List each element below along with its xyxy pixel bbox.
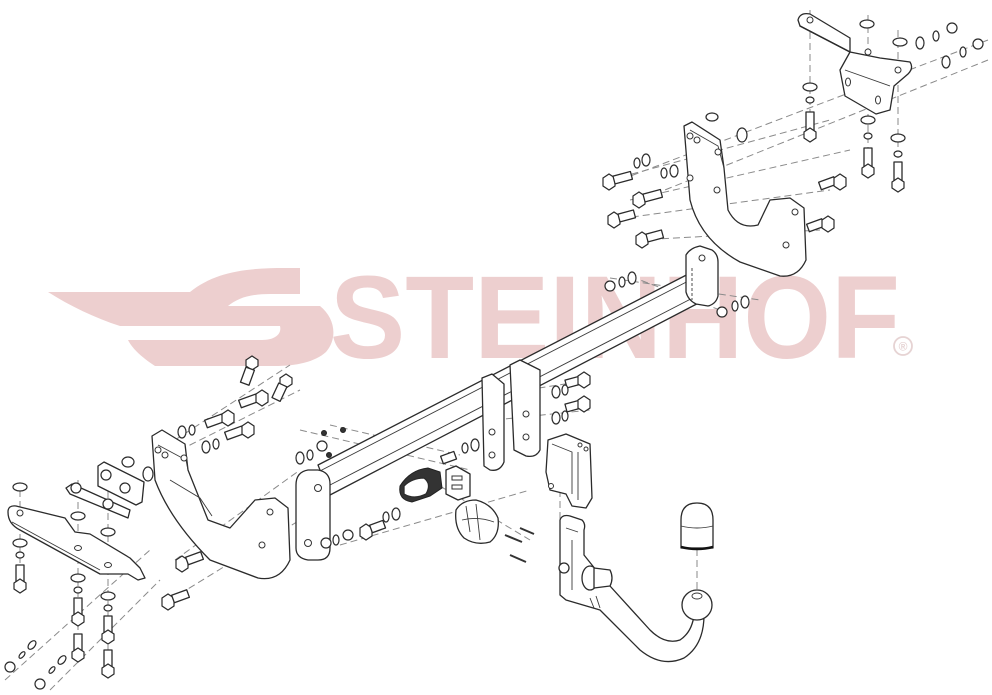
electrical-socket xyxy=(455,499,535,563)
svg-text:®: ® xyxy=(899,340,908,354)
bolt-icon xyxy=(359,519,387,541)
watermark-s-logo-icon xyxy=(48,268,334,366)
bolt-icon xyxy=(175,551,205,573)
bolt-icon xyxy=(71,633,85,663)
detachable-ball-neck xyxy=(558,514,713,663)
bolt-icon xyxy=(635,229,665,249)
right-end-plate xyxy=(685,245,719,307)
bolt-icon xyxy=(71,597,85,627)
bolt-icon xyxy=(237,389,269,409)
center-rib-right xyxy=(509,359,541,458)
bolt-icon xyxy=(13,564,27,594)
bolt-icon xyxy=(861,147,875,179)
bolt-icon xyxy=(161,589,191,611)
bolt-icon xyxy=(817,173,847,191)
bolt-icon xyxy=(602,170,634,191)
bolt-icon xyxy=(607,209,637,229)
bolt-icon xyxy=(439,450,458,465)
bolt-icon xyxy=(239,355,259,386)
bolt-icon xyxy=(632,188,664,209)
right-upper-strap xyxy=(797,12,913,115)
release-button-icon xyxy=(558,562,570,574)
bolt-icon xyxy=(223,421,255,441)
bolt-icon xyxy=(805,215,835,233)
bolt-icon xyxy=(564,371,591,389)
bolt-icon xyxy=(891,161,905,193)
left-end-plate xyxy=(295,469,331,561)
receiver-socket xyxy=(545,433,593,509)
left-side-bracket xyxy=(151,429,291,580)
main-crossbar xyxy=(295,245,719,561)
ball-cap xyxy=(680,502,714,551)
registered-mark-icon: ® xyxy=(893,336,913,356)
bolt-icon xyxy=(203,409,235,429)
bolt-icon xyxy=(101,649,115,679)
fasteners xyxy=(13,111,905,679)
bolt-icon xyxy=(271,373,293,403)
tow-ball xyxy=(681,589,713,621)
bolt-icon xyxy=(101,615,115,645)
left-lower-strap xyxy=(7,505,146,581)
washers-and-nuts xyxy=(4,19,984,690)
locking-knob-icon xyxy=(581,565,613,591)
socket-bracket xyxy=(399,465,471,503)
bolt-icon xyxy=(803,111,817,143)
right-side-bracket xyxy=(683,121,807,277)
left-clamp-plates xyxy=(65,461,145,519)
bolt-icon xyxy=(564,395,591,413)
center-rib-left xyxy=(481,373,505,471)
steinhof-watermark: STEINHOF ® xyxy=(48,252,913,384)
